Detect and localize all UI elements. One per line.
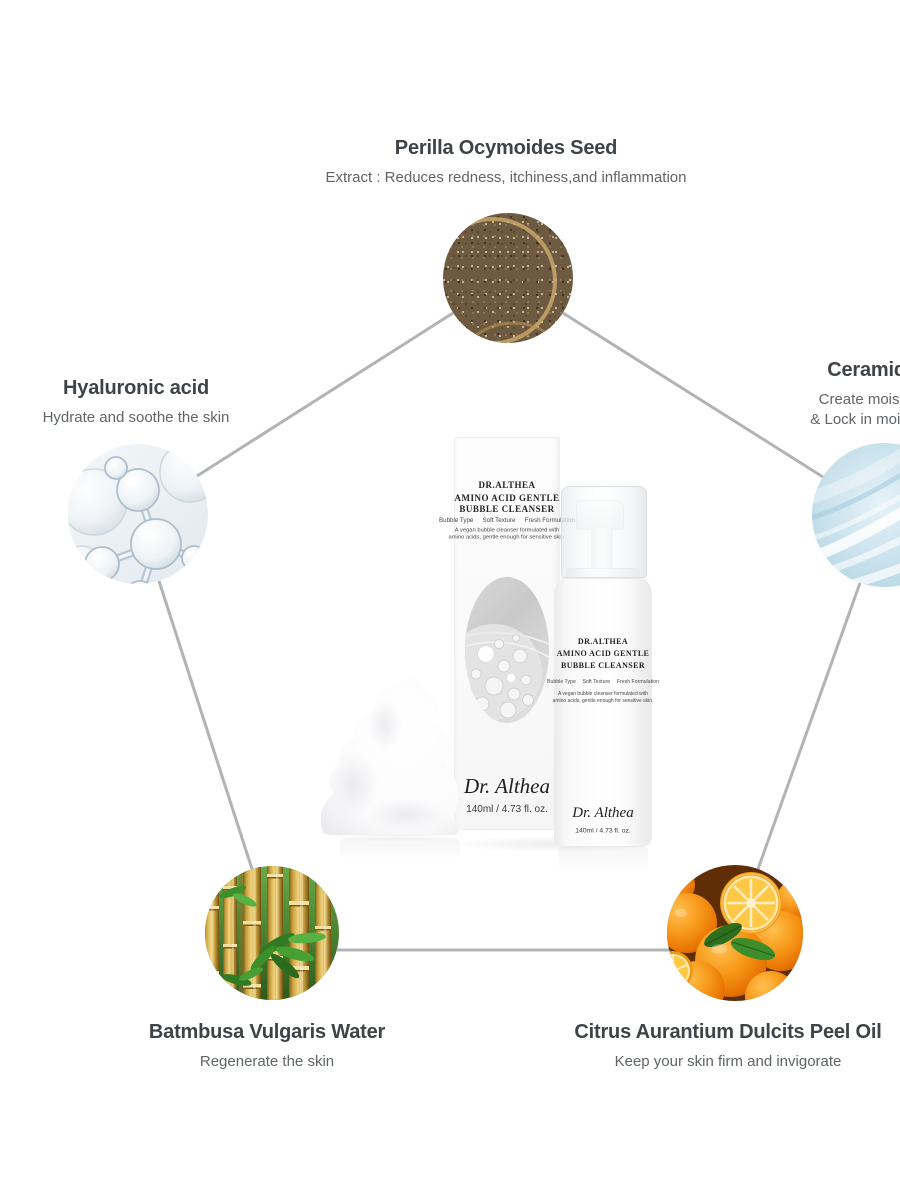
orange-leaves (704, 922, 776, 961)
foam-reflection (340, 838, 460, 860)
product-bottle: DR.ALTHEA AMINO ACID GENTLE BUBBLE CLEAN… (547, 578, 659, 847)
box-description-line2: amino acids, gentle enough for sensitive… (448, 534, 566, 541)
bottle-description-line1: A vegan bubble cleanser formulated with (557, 691, 649, 697)
bubble-oval-graphic (465, 577, 549, 723)
box-features: Bubble Type Soft Texture Fresh Formulati… (439, 517, 575, 524)
ingredient-title: Hyaluronic acid (63, 377, 209, 399)
bottle-features: Bubble Type Soft Texture Fresh Formulati… (547, 679, 659, 685)
bamboo-photo (205, 866, 339, 1000)
oranges-photo (667, 865, 803, 1001)
connector-right-bottomright (756, 582, 862, 870)
ingredient-label-citrus: Citrus Aurantium Dulcits Peel Oil Keep y… (574, 1019, 881, 1072)
ingredient-title: Batmbusa Vulgaris Water (148, 1021, 386, 1043)
seed-texture (443, 213, 573, 343)
box-logo-script: Dr. Althea (464, 774, 550, 798)
bamboo-leaves (219, 885, 326, 986)
box-description-line1: A vegan bubble cleanser formulated with (454, 527, 560, 534)
bottle-name-line2: BUBBLE CLEANSER (560, 661, 646, 670)
perilla-seeds-photo (443, 213, 573, 343)
ingredient-subtitle: Regenerate the skin (199, 1053, 335, 1070)
ingredient-subtitle: Hydrate and soothe the skin (42, 409, 230, 426)
bottle-clear-cap (561, 486, 647, 578)
box-volume: 140ml / 4.73 fl. oz. (466, 804, 548, 815)
ingredient-subtitle: Extract : Reduces redness, itchiness,and… (325, 169, 687, 186)
bottle-brand: DR.ALTHEA (577, 637, 629, 646)
connector-left-bottomleft (157, 580, 254, 870)
bottle-name-line1: AMINO ACID GENTLE (556, 649, 650, 658)
ingredient-subtitle: & Lock in moisture (810, 411, 900, 428)
foam-blob (320, 677, 459, 835)
box-brand: DR.ALTHEA (478, 480, 536, 490)
ingredient-subtitle: Keep your skin firm and invigorate (614, 1053, 842, 1070)
bottle-description-line2: amino acids, gentle enough for sensitive… (552, 698, 654, 704)
product-box: DR.ALTHEA AMINO ACID GENTLE BUBBLE CLEAN… (439, 437, 575, 830)
ingredient-title: Perilla Ocymoides Seed (394, 137, 618, 159)
wooden-spoon-rim (443, 217, 561, 343)
ingredient-label-hyaluronic: Hyaluronic acid Hydrate and soothe the s… (43, 375, 230, 428)
ingredient-label-bamboo: Batmbusa Vulgaris Water Regenerate the s… (149, 1019, 385, 1072)
ingredient-title: Ceramide (827, 359, 900, 381)
ingredient-subtitle: Create moisture (818, 391, 900, 408)
ingredient-label-perilla: Perilla Ocymoides Seed Extract : Reduces… (325, 135, 686, 188)
bottle-logo-script: Dr. Althea (572, 805, 634, 821)
hyaluronic-molecule-photo (68, 444, 208, 584)
cut-orange (720, 872, 782, 934)
ingredient-label-ceramide: Ceramide Create moisture & Lock in moist… (810, 357, 900, 430)
bottle-reflection (558, 847, 648, 873)
connector-top-left (196, 311, 454, 478)
box-name-line1: AMINO ACID GENTLE (454, 493, 560, 503)
bottle-volume: 140ml / 4.73 fl. oz. (575, 827, 631, 835)
connector-top-right (562, 311, 824, 479)
box-name-line2: BUBBLE CLEANSER (459, 504, 555, 514)
ingredient-title: Citrus Aurantium Dulcits Peel Oil (574, 1021, 882, 1043)
